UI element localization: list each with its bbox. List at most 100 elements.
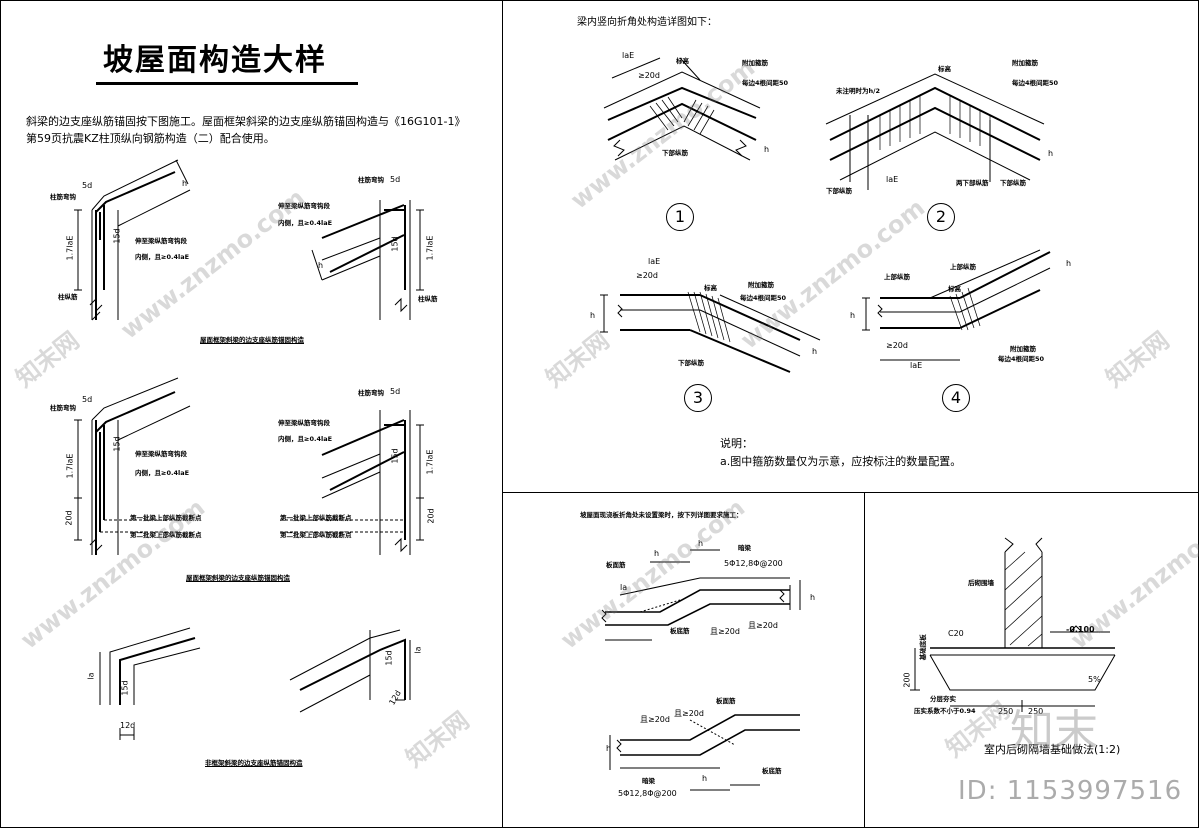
br-200: 200 — [902, 672, 912, 688]
d4-elevation: 标高 — [948, 285, 961, 293]
divider-vertical-bottom — [864, 492, 865, 828]
d4-h-right: h — [1066, 259, 1072, 268]
br-caption: 室内后砌隔墙基础做法(1:2) — [984, 743, 1121, 756]
d3-each-side: 每边4根间距50 — [740, 294, 787, 302]
label-beam-top-1: 伸至梁纵筋弯钩段 — [135, 237, 187, 245]
d4-top-bar-left: 上部纵筋 — [884, 273, 910, 281]
bm-h-1: h — [654, 549, 660, 558]
label-5d-3: 5d — [82, 395, 93, 404]
caption-left-1: 屋面框架斜梁的边支座纵筋锚固构造 — [200, 336, 304, 344]
label-first-cut-2: 第一批梁上部纵筋截断点 — [280, 514, 352, 522]
watermark-id: ID: 1153997516 — [958, 776, 1183, 806]
label-second-cut-1: 第二批梁上部纵筋截断点 — [130, 531, 202, 539]
br-soil: 分层夯实 — [930, 695, 956, 703]
label-la-6: la — [413, 646, 423, 654]
circle-4: 4 — [942, 384, 970, 412]
slab-detail-2 — [609, 714, 800, 791]
d2-lae-half: 未注明时为h/2 — [836, 87, 881, 95]
caption-left-3: 非框架斜梁的边支座纵筋锚固构造 — [205, 759, 303, 767]
label-15d-2: 15d — [390, 236, 400, 252]
bm-dark-bar-2: 暗梁 — [642, 777, 655, 785]
br-slope: 5% — [1088, 675, 1101, 684]
label-12d-5: 12d — [120, 721, 136, 730]
bm-rebar-1: 5Φ12,8Φ@200 — [724, 559, 783, 568]
bm-ge20d-4: 且≥20d — [674, 709, 704, 718]
d3-h-right: h — [812, 347, 818, 356]
label-17lae-1: 1.7laE — [65, 235, 75, 261]
label-column-bend-1: 柱筋弯钩 — [50, 193, 76, 201]
label-15d-5: 15d — [120, 680, 130, 696]
d4-ge20d: ≥20d — [886, 341, 908, 350]
label-17lae-2: 1.7laE — [425, 235, 435, 261]
bm-la-1: la — [620, 583, 628, 592]
label-first-cut-1: 第一批梁上部纵筋截断点 — [130, 514, 202, 522]
d2-elevation: 标高 — [938, 65, 951, 73]
br-level: -0.100 — [1066, 625, 1095, 634]
d3-bottom-bar: 下部纵筋 — [678, 359, 704, 367]
br-250b: 250 — [1028, 707, 1044, 716]
divider-horizontal-right — [502, 492, 1199, 493]
d2-each-side: 每边4根间距50 — [1012, 79, 1059, 87]
page-title: 坡屋面构造大样 — [103, 43, 327, 78]
d2-h: h — [1048, 149, 1054, 158]
d1-lae: laE — [622, 51, 635, 60]
label-la-5: la — [86, 672, 96, 680]
d2-bottom-bar: 下部纵筋 — [1000, 179, 1026, 187]
label-inner-2: 内侧，且≥0.4laE — [278, 219, 333, 227]
bm-board-bottom-2: 板底筋 — [762, 767, 782, 775]
label-column-bar-2: 柱纵筋 — [418, 295, 438, 303]
label-15d-1: 15d — [112, 228, 122, 244]
d3-h-left: h — [590, 311, 596, 320]
br-base: 基础底板 — [918, 634, 927, 661]
label-column-bend-4: 柱筋弯钩 — [358, 389, 384, 397]
bm-h-4: h — [606, 744, 612, 753]
bm-ge20d-2: 且≥20d — [748, 621, 778, 630]
label-h-2: h — [318, 261, 324, 270]
label-15d-6: 15d — [384, 650, 394, 666]
label-inner-4: 内侧，且≥0.4laE — [278, 435, 333, 443]
bm-board-bar-2: 板面筋 — [716, 697, 736, 705]
slab-detail-1 — [601, 549, 801, 641]
br-compact: 压实系数不小于0.94 — [914, 707, 976, 715]
d2-extra-stirrup: 附加箍筋 — [1012, 59, 1038, 67]
detail-1 — [603, 57, 761, 161]
br-250a: 250 — [998, 707, 1014, 716]
bm-h-2: h — [698, 539, 704, 548]
wall-foundation — [910, 537, 1116, 712]
d3-ge20d: ≥20d — [636, 271, 658, 280]
d1-ge20d: ≥20d — [638, 71, 660, 80]
bm-rebar-2: 5Φ12,8Φ@200 — [618, 789, 677, 798]
bm-ge20d-1: 且≥20d — [710, 627, 740, 636]
d3-extra-stirrup: 附加箍筋 — [748, 281, 774, 289]
circle-2: 2 — [927, 203, 955, 231]
label-column-bar-1: 柱纵筋 — [58, 293, 78, 301]
label-17lae-3: 1.7laE — [65, 453, 75, 479]
detail-left-4 — [280, 410, 424, 555]
detail-3 — [600, 291, 821, 373]
label-inner-3: 内侧，且≥0.4laE — [135, 469, 190, 477]
d2-bottom-bar-left: 下部纵筋 — [826, 187, 852, 195]
label-column-bend-3: 柱筋弯钩 — [50, 404, 76, 412]
d1-elevation: 标高 — [676, 57, 689, 65]
label-inner-1: 内侧，且≥0.4laE — [135, 253, 190, 261]
circle-1: 1 — [666, 203, 694, 231]
label-5d-2: 5d — [390, 175, 401, 184]
d3-elevation: 标高 — [704, 284, 717, 292]
label-beam-top-2: 伸至梁纵筋弯钩段 — [278, 202, 330, 210]
label-beam-top-4: 伸至梁纵筋弯钩段 — [278, 419, 330, 427]
d4-lae: laE — [910, 361, 923, 370]
detail-4 — [862, 249, 1051, 361]
bm-board-bottom-1: 板底筋 — [670, 627, 690, 635]
bm-ge20d-3: 且≥20d — [640, 715, 670, 724]
label-17lae-4: 1.7laE — [425, 449, 435, 475]
d2-lae: laE — [886, 175, 899, 184]
note-text: a.图中箍筋数量仅为示意，应按标注的数量配置。 — [720, 455, 962, 468]
title-underline — [96, 82, 358, 85]
br-c20: C20 — [948, 629, 964, 638]
bm-h-5: h — [702, 774, 708, 783]
label-h-1: h — [182, 179, 188, 188]
bm-dark-bar-1: 暗梁 — [738, 544, 751, 552]
d4-extra-stirrup: 附加箍筋 — [1010, 345, 1036, 353]
label-20d-4: 20d — [426, 508, 436, 524]
d1-h: h — [764, 145, 770, 154]
